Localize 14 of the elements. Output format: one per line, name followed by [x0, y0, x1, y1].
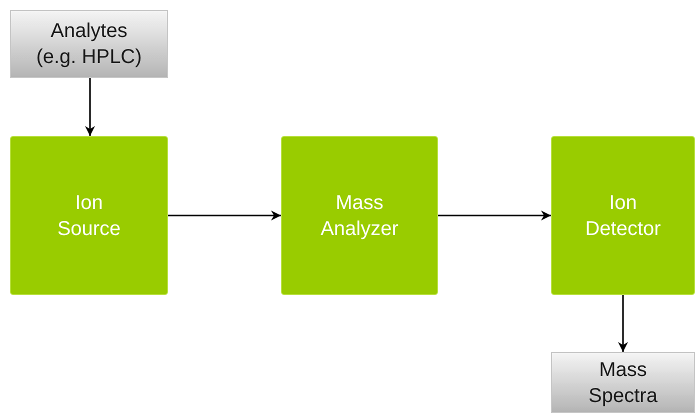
- io-box: [10, 10, 168, 78]
- stage-box: [10, 136, 168, 295]
- box-label: Ion Detector: [584, 190, 662, 242]
- box-label: Mass Analyzer: [320, 190, 400, 242]
- arrow: [168, 210, 281, 220]
- arrow: [618, 295, 628, 352]
- box-label: Ion Source: [56, 190, 122, 242]
- box-label: Analytes (e.g. HPLC): [35, 19, 143, 70]
- arrow: [85, 78, 95, 136]
- stage-box: [281, 136, 438, 295]
- stage-box: [551, 136, 695, 295]
- arrow: [438, 210, 551, 220]
- box-label: Mass Spectra: [588, 358, 658, 408]
- io-box: [551, 352, 695, 413]
